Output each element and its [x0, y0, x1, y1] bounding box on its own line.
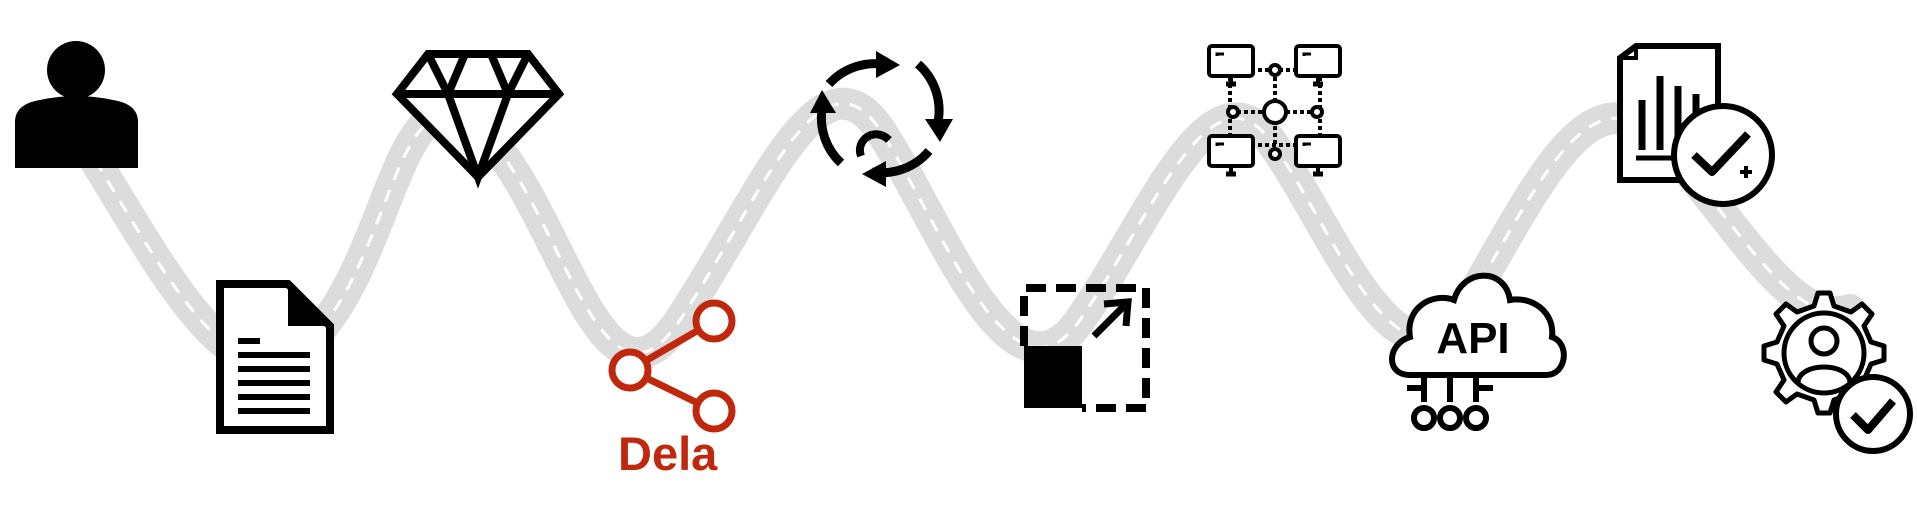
- road-surface: [79, 87, 1866, 378]
- api-label: API: [1436, 314, 1509, 363]
- share-label: Dela: [618, 427, 718, 480]
- refresh-icon: [810, 51, 953, 187]
- road: [79, 87, 1866, 378]
- network-icon: [1207, 44, 1342, 177]
- gear-user-check-icon: [1761, 290, 1913, 454]
- report-check-icon: [1617, 43, 1775, 207]
- diamond-icon: [391, 50, 565, 189]
- road-center-dashes: [93, 102, 1851, 363]
- expand-icon: [1020, 284, 1150, 412]
- document-icon: [216, 280, 334, 434]
- share-icon: [608, 299, 736, 433]
- user-icon: [15, 41, 138, 168]
- api-cloud-icon: API: [1389, 272, 1567, 431]
